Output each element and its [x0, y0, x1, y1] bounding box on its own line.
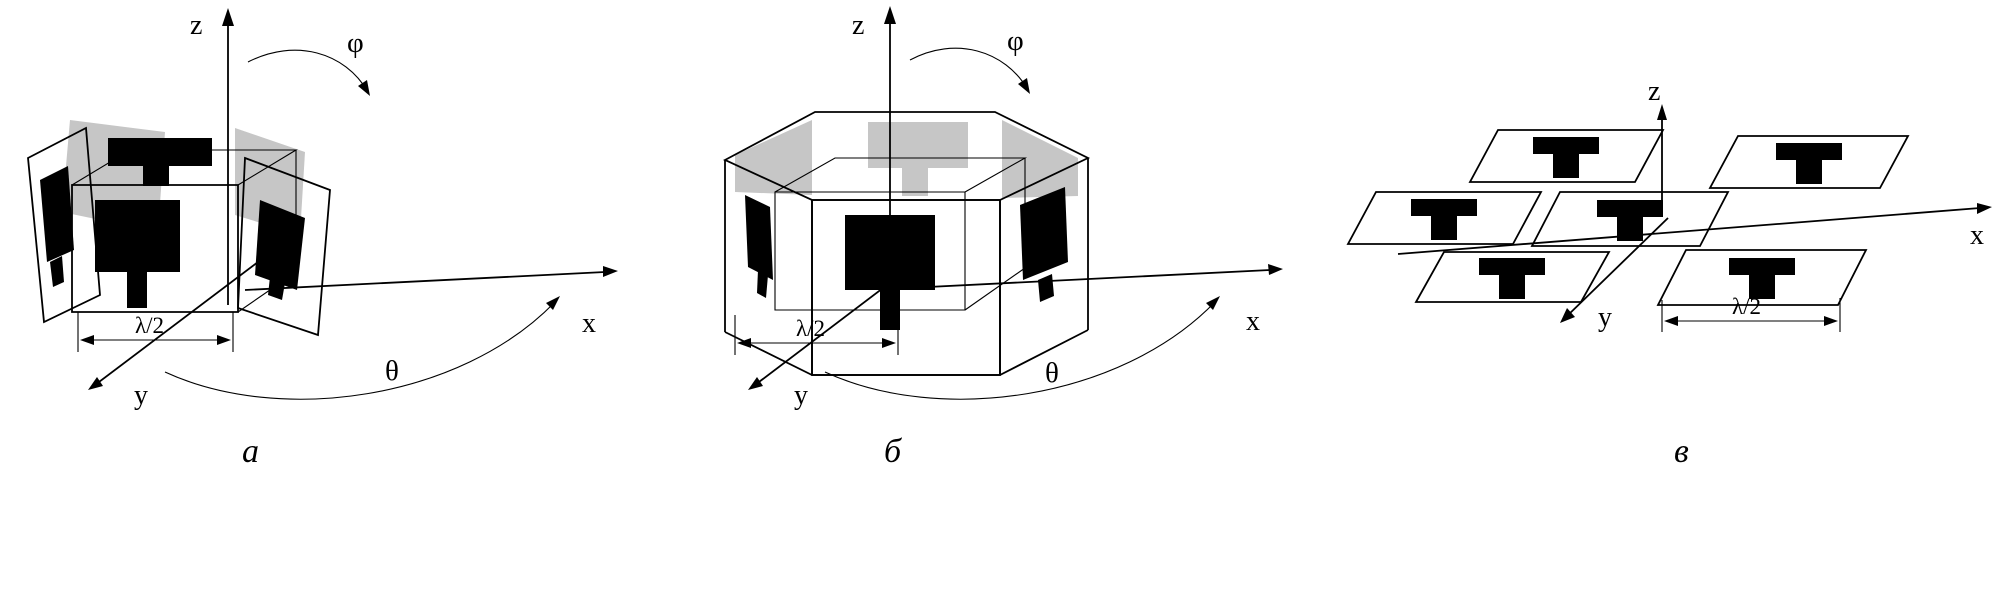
panel-top-right: [1708, 135, 1910, 189]
z-axis: [222, 8, 234, 305]
x-axis: [907, 264, 1283, 289]
z-axis-label: z: [852, 10, 864, 41]
half-wavelength-label: λ/2: [796, 316, 825, 341]
half-wavelength-dimension: [1661, 298, 1841, 332]
theta-label: θ: [385, 355, 399, 387]
shaded-back-panels: [735, 120, 1078, 198]
x-axis: [1397, 203, 1992, 255]
panel-middle-left: [1346, 191, 1543, 245]
z-axis-label: z: [190, 10, 202, 41]
x-axis: [244, 266, 618, 291]
phi-label: φ: [347, 27, 364, 59]
x-axis-label: x: [582, 308, 596, 339]
caption-v: в: [1674, 433, 1689, 470]
z-axis-label: z: [1648, 76, 1660, 107]
front-panel: [811, 199, 1001, 376]
planar-panels: [1346, 129, 1910, 306]
x-axis-label: x: [1246, 306, 1260, 337]
z-axis: [1657, 104, 1667, 212]
y-axis: [748, 259, 921, 390]
right-panel: [237, 156, 331, 337]
right-panel-patch: [1020, 187, 1068, 302]
half-wavelength-dimension: [77, 312, 234, 352]
phi-arrow: [247, 49, 370, 96]
theta-arrow: [824, 296, 1220, 400]
panel-bottom-left: [1414, 251, 1611, 303]
panel-top-center: [1468, 129, 1665, 183]
half-wavelength-label: λ/2: [1732, 294, 1761, 319]
theta-arrow: [164, 296, 560, 400]
half-wavelength-dimension: [734, 315, 899, 355]
phi-label: φ: [1007, 25, 1024, 57]
diagram-a-conformal-array: z x y φ θ: [27, 8, 618, 470]
front-panel: [71, 184, 239, 313]
y-axis-label: y: [134, 380, 148, 411]
x-axis-label: x: [1970, 220, 1984, 251]
y-axis: [88, 261, 259, 390]
left-panel: [27, 126, 101, 324]
top-patch: [108, 138, 212, 186]
diagram-b-hexagonal-array: z x y φ θ: [722, 6, 1283, 470]
caption-a: а: [242, 433, 259, 470]
left-panel-patch: [745, 195, 773, 298]
diagram-v-planar-array: z x y λ/2 в: [1346, 76, 1992, 470]
y-axis: [1560, 217, 1669, 323]
y-axis-label: y: [1598, 302, 1612, 333]
panel-bottom-right: [1656, 249, 1868, 306]
z-axis: [884, 6, 896, 300]
panel-middle-center: [1530, 191, 1730, 247]
caption-b: б: [884, 433, 903, 470]
phi-arrow: [909, 47, 1030, 94]
y-axis-label: y: [794, 380, 808, 411]
theta-label: θ: [1045, 357, 1059, 389]
half-wavelength-label: λ/2: [135, 313, 164, 338]
